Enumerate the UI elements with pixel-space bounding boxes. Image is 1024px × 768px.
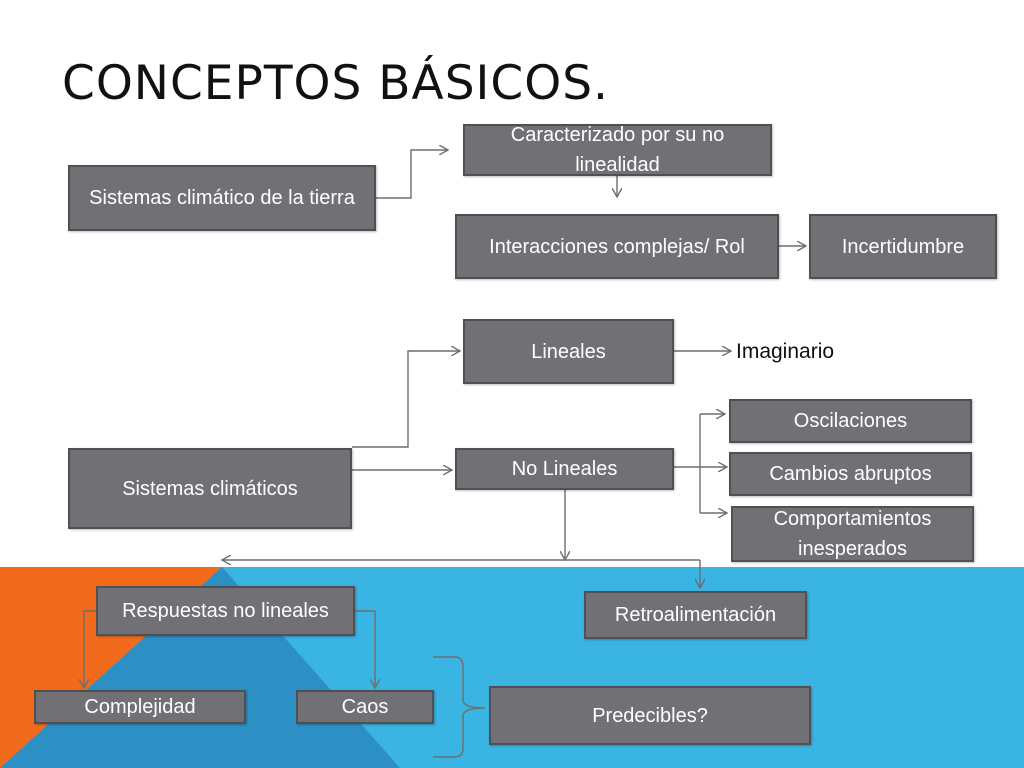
node-lineales: Lineales <box>463 319 674 384</box>
node-cambios-abruptos: Cambios abruptos <box>729 452 972 496</box>
node-sistemas-climatico-tierra: Sistemas climático de la tierra <box>68 165 376 231</box>
node-incertidumbre: Incertidumbre <box>809 214 997 279</box>
node-no-lineales: No Lineales <box>455 448 674 490</box>
node-comportamientos: Comportamientos inesperados <box>731 506 974 562</box>
node-interacciones: Interacciones complejas/ Rol <box>455 214 779 279</box>
node-retroalimentacion: Retroalimentación <box>584 591 807 639</box>
node-oscilaciones: Oscilaciones <box>729 399 972 443</box>
node-respuestas: Respuestas no lineales <box>96 586 355 636</box>
node-caracterizado: Caracterizado por su no linealidad <box>463 124 772 176</box>
label-imaginario: Imaginario <box>736 340 835 363</box>
node-predecibles: Predecibles? <box>489 686 811 745</box>
node-complejidad: Complejidad <box>34 690 246 724</box>
node-sistemas-climaticos: Sistemas climáticos <box>68 448 352 529</box>
node-caos: Caos <box>296 690 434 724</box>
slide-title: CONCEPTOS BÁSICOS. <box>62 56 609 111</box>
